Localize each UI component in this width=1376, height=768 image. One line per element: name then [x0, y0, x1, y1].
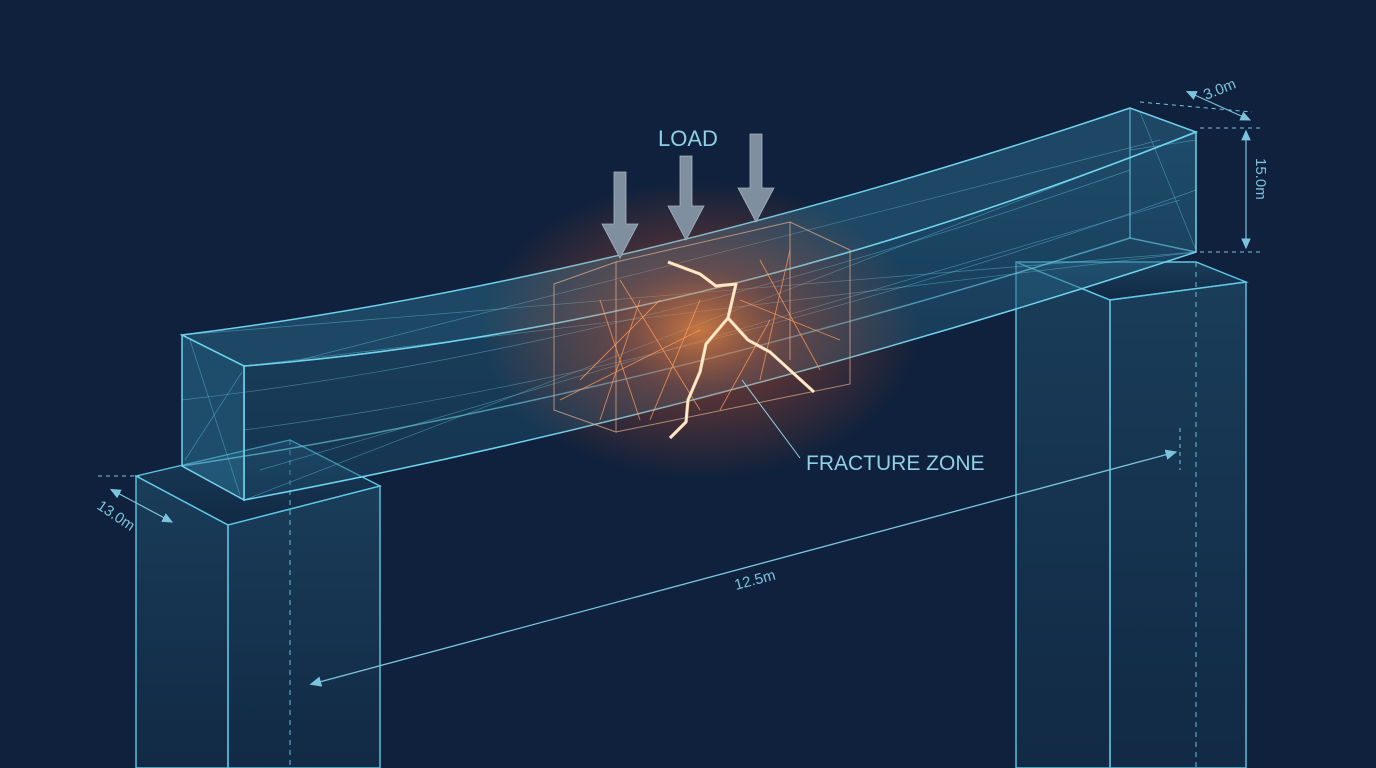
beam-height-dimension: 15.0m: [1200, 127, 1269, 253]
arrow-down-icon: [737, 133, 775, 223]
beam-height-label: 15.0m: [1252, 158, 1269, 200]
arrow-down-icon: [601, 171, 639, 259]
load-label: LOAD: [658, 126, 718, 151]
fracture-leader-line: [741, 379, 801, 459]
beam-width-dimension: 3.0m: [1139, 75, 1253, 121]
right-column: [1015, 260, 1249, 768]
fracture-zone: [480, 180, 920, 480]
fracture-zone-label: FRACTURE ZONE: [806, 452, 985, 475]
arrow-down-icon: [667, 155, 705, 241]
load-arrows: [601, 133, 775, 259]
column-width-label: 13.0m: [94, 497, 138, 534]
beam-width-label: 3.0m: [1201, 75, 1238, 103]
span-dimension-label: 12.5m: [733, 567, 778, 594]
